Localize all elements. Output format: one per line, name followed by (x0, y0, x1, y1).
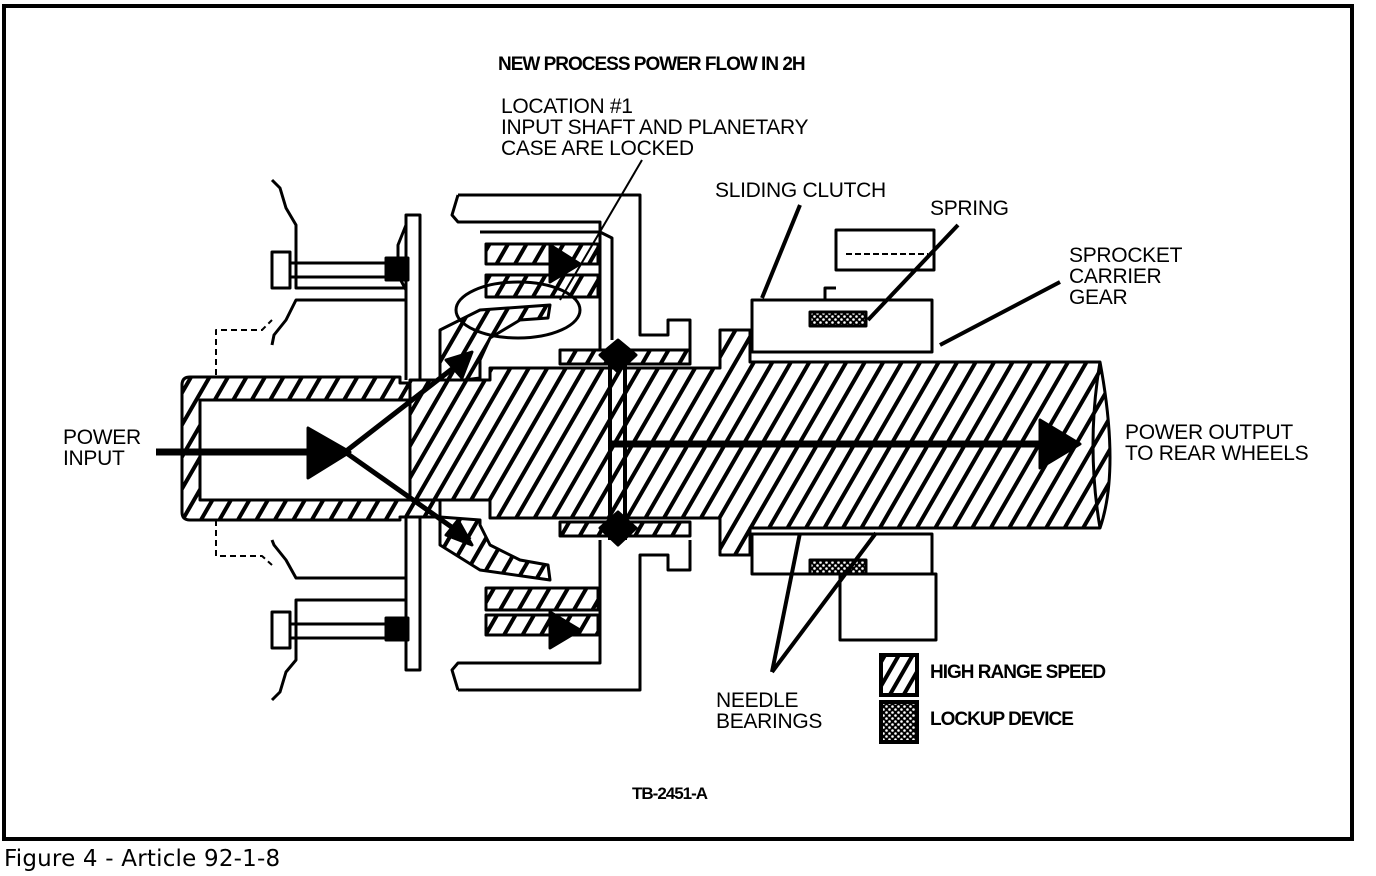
label-needle-bearings-line2: BEARINGS (716, 710, 823, 733)
legend-label-lockup: LOCKUP DEVICE (930, 709, 1074, 730)
label-power-input-line2: INPUT (63, 447, 125, 470)
label-location-line3: CASE ARE LOCKED (501, 137, 694, 160)
power-flow-arrows (156, 243, 1082, 650)
label-location-line1: LOCATION #1 (501, 95, 633, 118)
mounting-housing-lower (215, 500, 422, 702)
leader-lines (559, 159, 1061, 674)
label-sprocket-line2: CARRIER (1069, 265, 1162, 288)
figure-frame (2, 4, 1354, 841)
diagram-title: NEW PROCESS POWER FLOW IN 2H (498, 54, 806, 75)
label-needle-bearings-line1: NEEDLE (716, 689, 799, 712)
label-power-output-line2: TO REAR WHEELS (1125, 442, 1309, 465)
label-sprocket-line3: GEAR (1069, 286, 1128, 309)
label-sprocket-line1: SPROCKET (1069, 244, 1183, 267)
mounting-housing-upper (215, 178, 422, 385)
legend-swatch-high-range (879, 653, 919, 697)
figure-id: TB-2451-A (632, 784, 708, 803)
label-power-output-line1: POWER OUTPUT (1125, 421, 1293, 444)
legend-label-high-range: HIGH RANGE SPEED (930, 662, 1106, 683)
lockup-device-markers (598, 338, 638, 547)
label-power-input-line1: POWER (63, 426, 141, 449)
label-spring: SPRING (930, 197, 1009, 220)
figure-caption: Figure 4 - Article 92-1-8 (4, 846, 281, 872)
label-sliding-clutch: SLIDING CLUTCH (715, 179, 886, 202)
legend-swatch-lockup (879, 700, 919, 744)
label-location-line2: INPUT SHAFT AND PLANETARY (501, 116, 809, 139)
